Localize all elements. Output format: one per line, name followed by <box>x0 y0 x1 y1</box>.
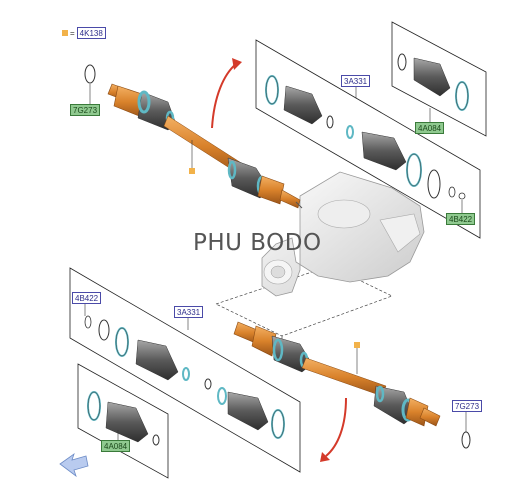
differential-housing <box>261 171 425 297</box>
bottom-loose-parts <box>84 315 471 449</box>
callout-bottom-7g273[interactable]: 7G273 <box>452 400 483 412</box>
bottom-small-kit-panel <box>77 363 169 479</box>
top-drive-shaft <box>107 83 303 209</box>
top-small-kit-panel <box>391 21 487 137</box>
callout-top-4b422[interactable]: 4B422 <box>446 213 476 225</box>
top-loose-parts <box>84 53 469 200</box>
legend-marker-icon <box>62 30 68 36</box>
top-shaft-marker <box>189 168 195 174</box>
callout-bottom-4b422[interactable]: 4B422 <box>72 292 102 304</box>
legend-code: 4K138 <box>76 27 106 39</box>
callout-bottom-3a331[interactable]: 3A331 <box>174 306 204 318</box>
navigate-arrow-icon[interactable] <box>59 452 89 478</box>
bottom-shaft-marker <box>354 342 360 348</box>
bottom-drive-shaft <box>233 321 441 427</box>
legend-symbol: = <box>70 28 75 38</box>
callout-bottom-4a084[interactable]: 4A084 <box>101 440 131 452</box>
top-kit-panel <box>255 39 481 239</box>
watermark-text: PHU BODO <box>193 230 322 256</box>
rotation-arrow-icon-lower <box>320 397 347 462</box>
rotation-arrow-icon <box>211 58 242 129</box>
legend: = 4K138 <box>62 27 106 39</box>
bottom-kit-panel <box>69 267 301 473</box>
callout-top-4a084[interactable]: 4A084 <box>415 122 445 134</box>
callout-top-7g273[interactable]: 7G273 <box>70 104 101 116</box>
callout-top-3a331[interactable]: 3A331 <box>341 75 371 87</box>
leader-lines <box>84 85 467 440</box>
